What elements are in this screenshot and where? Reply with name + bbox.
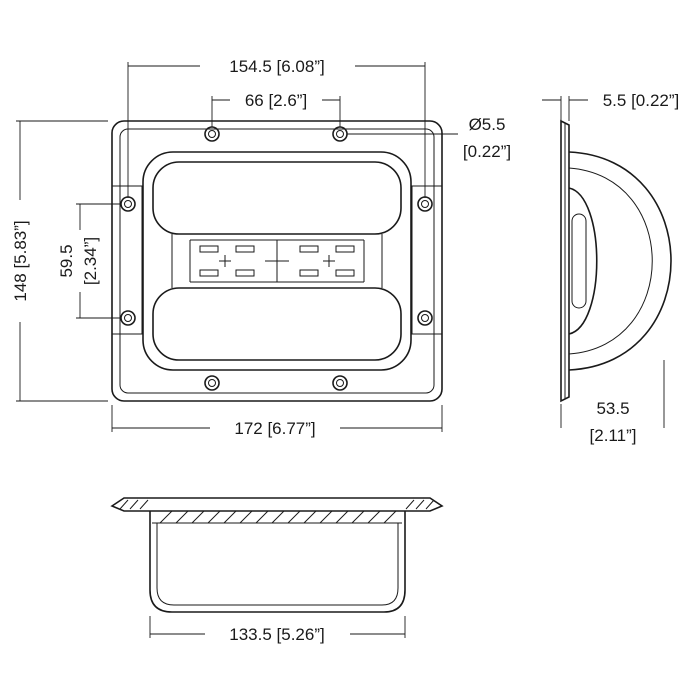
side-cup-inner: [568, 167, 653, 355]
right-mounting-strip: [411, 185, 443, 335]
side-view: [560, 119, 672, 403]
bottom-view: [110, 497, 444, 613]
dim-hole-spacing-horizontal: 66 [2.6”]: [245, 91, 307, 110]
upper-pocket: [152, 161, 402, 235]
dim-hole-spacing-vertical: 59.5: [57, 244, 76, 277]
dim-total-height: 148 [5.83”]: [11, 220, 30, 301]
flange-inner-outline: [119, 128, 435, 394]
bottom-recess: [149, 511, 406, 613]
front-dimensions: [16, 62, 458, 432]
dim-total-width: 172 [6.77”]: [234, 419, 315, 438]
dim-recess-width: 133.5 [5.26”]: [229, 625, 324, 644]
dim-depth: 53.5: [596, 399, 629, 418]
lower-pocket: [152, 287, 402, 361]
dim-hole-diameter: Ø5.5: [469, 115, 506, 134]
side-dimensions: [542, 96, 665, 428]
dim-flange-thickness: 5.5 [0.22”]: [603, 91, 680, 110]
side-grip: [571, 213, 587, 309]
dim-hole-diameter-inch: [0.22”]: [463, 142, 511, 161]
front-view: [111, 120, 443, 402]
dim-hole-spacing-vertical-inch: [2.34”]: [81, 237, 100, 285]
mounting-hole: [417, 196, 433, 212]
mounting-hole: [120, 196, 136, 212]
mounting-hole: [120, 310, 136, 326]
left-mounting-strip: [111, 185, 143, 335]
handle-bar: [171, 234, 383, 288]
mounting-hole: [417, 310, 433, 326]
mounting-hole: [332, 375, 348, 391]
mounting-hole: [204, 375, 220, 391]
side-flange: [560, 119, 570, 403]
dim-top-width: 154.5 [6.08”]: [229, 57, 324, 76]
side-cup-outer: [568, 151, 672, 371]
dim-depth-inch: [2.11”]: [590, 426, 637, 445]
side-handle-pocket: [568, 187, 598, 335]
recess-outer: [142, 151, 412, 371]
bottom-recess-inner: [156, 523, 399, 606]
bottom-flange: [110, 497, 444, 512]
bottom-dimensions: [149, 616, 406, 638]
bottom-hatching: [119, 499, 435, 524]
